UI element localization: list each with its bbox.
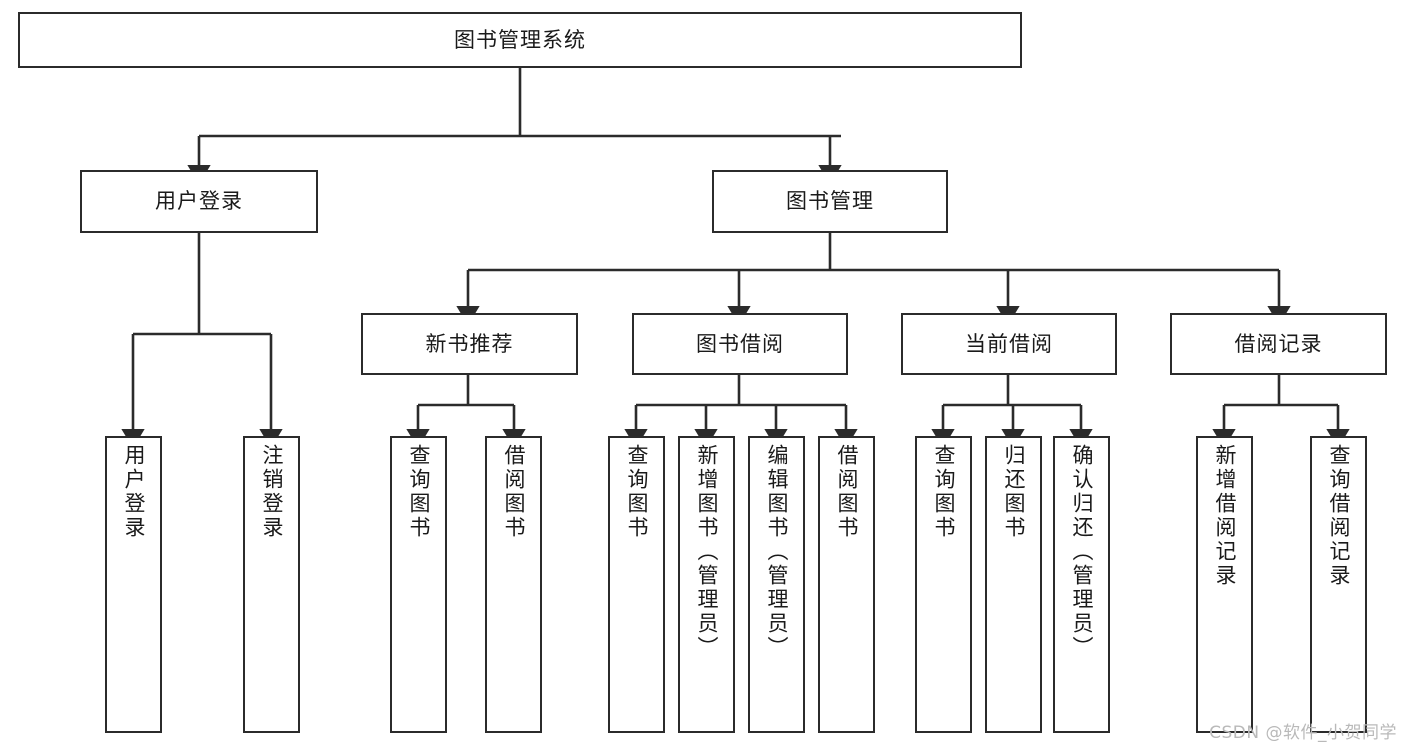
- leaf-add-book-label: 新增图书（管理员）: [695, 444, 719, 660]
- leaf-borrow-book-2-label: 借阅图书: [835, 444, 859, 540]
- node-borrow-record[interactable]: 借阅记录: [1170, 313, 1387, 375]
- node-root[interactable]: 图书管理系统: [18, 12, 1022, 68]
- watermark: CSDN @软件_小贺同学: [1209, 723, 1397, 743]
- node-book-management-label: 图书管理: [786, 189, 874, 214]
- leaf-edit-book[interactable]: 编辑图书（管理员）: [748, 436, 805, 733]
- leaf-return-book-label: 归还图书: [1002, 444, 1026, 540]
- leaf-query-record-label: 查询借阅记录: [1327, 444, 1351, 588]
- leaf-user-login[interactable]: 用户登录: [105, 436, 162, 733]
- leaf-confirm-return[interactable]: 确认归还（管理员）: [1053, 436, 1110, 733]
- leaf-borrow-book-1-label: 借阅图书: [502, 444, 526, 540]
- leaf-user-login-label: 用户登录: [122, 444, 146, 540]
- leaf-confirm-return-label: 确认归还（管理员）: [1070, 444, 1094, 660]
- node-root-label: 图书管理系统: [454, 27, 586, 52]
- node-user-login-label: 用户登录: [155, 189, 243, 214]
- node-new-book-recommend-label: 新书推荐: [425, 331, 514, 356]
- leaf-query-book-1-label: 查询图书: [407, 444, 431, 540]
- leaf-borrow-book-2[interactable]: 借阅图书: [818, 436, 875, 733]
- leaf-add-book[interactable]: 新增图书（管理员）: [678, 436, 735, 733]
- leaf-return-book[interactable]: 归还图书: [985, 436, 1042, 733]
- leaf-borrow-book-1[interactable]: 借阅图书: [485, 436, 542, 733]
- leaf-add-record[interactable]: 新增借阅记录: [1196, 436, 1253, 733]
- leaf-query-book-3-label: 查询图书: [932, 444, 956, 540]
- leaf-logout-login-label: 注销登录: [260, 444, 284, 540]
- node-current-borrow-label: 当前借阅: [965, 331, 1053, 356]
- leaf-query-book-1[interactable]: 查询图书: [390, 436, 447, 733]
- leaf-query-book-3[interactable]: 查询图书: [915, 436, 972, 733]
- node-current-borrow[interactable]: 当前借阅: [901, 313, 1117, 375]
- leaf-query-book-2[interactable]: 查询图书: [608, 436, 665, 733]
- node-borrow-record-label: 借阅记录: [1234, 331, 1323, 356]
- node-user-login[interactable]: 用户登录: [80, 170, 318, 233]
- node-book-borrow[interactable]: 图书借阅: [632, 313, 848, 375]
- leaf-logout-login[interactable]: 注销登录: [243, 436, 300, 733]
- node-book-borrow-label: 图书借阅: [696, 331, 784, 356]
- leaf-query-record[interactable]: 查询借阅记录: [1310, 436, 1367, 733]
- leaf-add-record-label: 新增借阅记录: [1213, 444, 1237, 588]
- node-book-management[interactable]: 图书管理: [712, 170, 948, 233]
- leaf-edit-book-label: 编辑图书（管理员）: [765, 444, 789, 660]
- leaf-query-book-2-label: 查询图书: [625, 444, 649, 540]
- node-new-book-recommend[interactable]: 新书推荐: [361, 313, 578, 375]
